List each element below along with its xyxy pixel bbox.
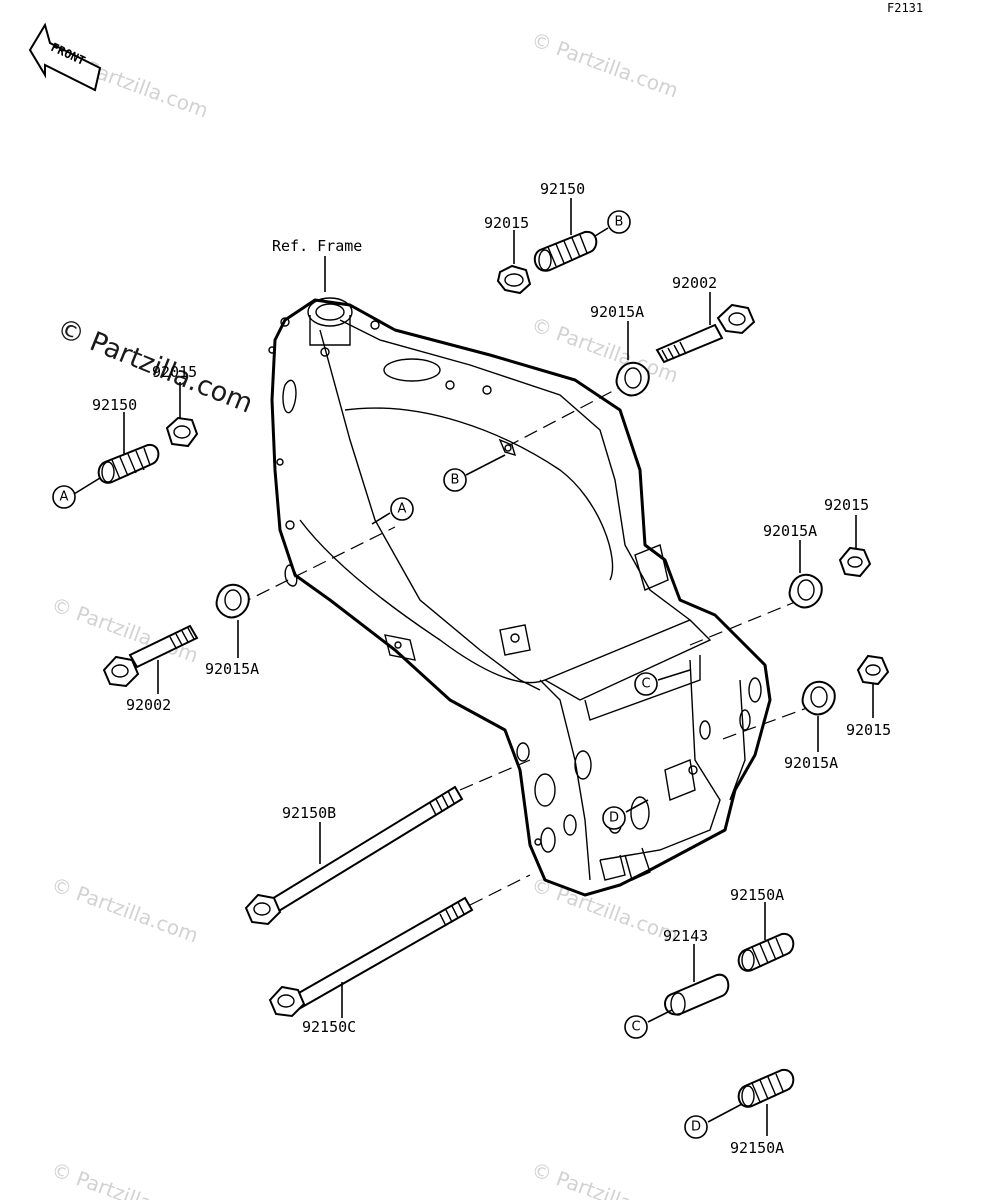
- part-92150B-long-bolt: [244, 785, 464, 926]
- leader-line: [657, 669, 691, 681]
- part-92015-nut-top: [496, 264, 532, 295]
- part-number-label: 92002: [672, 274, 717, 292]
- svg-text:C: C: [641, 677, 650, 692]
- callout-a: A: [390, 497, 414, 521]
- part-number-label: 92002: [126, 696, 171, 714]
- svg-text:D: D: [691, 1120, 701, 1135]
- svg-text:D: D: [609, 811, 619, 826]
- watermark: © Partzilla.com: [528, 1157, 681, 1200]
- diagram-id: F2131: [887, 1, 923, 15]
- callout-d: D: [602, 806, 626, 830]
- callout-a: A: [52, 485, 76, 509]
- frame-hole: [383, 358, 441, 382]
- leader-line: [371, 512, 391, 525]
- part-92015-nut-right1: [838, 546, 872, 578]
- part-number-label: 92015: [152, 363, 197, 381]
- part-92015A-nut-right2: [801, 681, 836, 716]
- part-92143-collar: [664, 973, 730, 1016]
- leader-line: [465, 454, 506, 476]
- part-number-label: 92015A: [763, 522, 817, 540]
- frame-hole: [574, 750, 592, 780]
- leader-line: [625, 799, 649, 813]
- watermark: © Partzilla.com: [528, 27, 681, 102]
- svg-text:A: A: [60, 490, 69, 505]
- part-92150A-stud-2: [737, 1068, 795, 1108]
- steering-head: [307, 297, 353, 327]
- part-number-label: 92150A: [730, 1139, 784, 1157]
- part-number-label: 92015: [846, 721, 891, 739]
- part-number-label: 92015: [824, 496, 869, 514]
- part-92015A-nut-left: [215, 584, 250, 619]
- part-number-label: 92150C: [302, 1018, 356, 1036]
- callout-c: C: [634, 672, 658, 696]
- ref-frame-label: Ref. Frame: [272, 237, 362, 255]
- watermark: © Partzilla.com: [48, 592, 201, 667]
- part-number-label: 92150A: [730, 886, 784, 904]
- part-92150A-stud-1: [737, 932, 795, 972]
- watermark: © Partzilla.com: [48, 872, 201, 947]
- part-92002-bolt-top: [655, 303, 756, 364]
- svg-text:B: B: [451, 473, 460, 488]
- part-92015-nut-right2: [856, 654, 890, 686]
- callout-b: B: [607, 210, 631, 234]
- part-92015A-nut-right1: [788, 574, 823, 609]
- leader-line: [707, 1103, 743, 1123]
- part-number-label: 92015: [484, 214, 529, 232]
- part-92015A-nut-top: [615, 362, 650, 397]
- leader-line: [594, 227, 609, 237]
- part-92150C-long-bolt: [268, 896, 474, 1018]
- part-92015-nut-left: [165, 416, 199, 448]
- part-92002-bolt-left: [102, 624, 199, 688]
- leader-line: [73, 477, 101, 495]
- motorcycle-frame: [268, 297, 772, 897]
- part-92150-stud-top: [533, 230, 598, 272]
- part-number-label: 92015A: [784, 754, 838, 772]
- callout-c: C: [624, 1015, 648, 1039]
- part-number-label: 92150B: [282, 804, 336, 822]
- callout-b: B: [443, 468, 467, 492]
- callout-d: D: [684, 1115, 708, 1139]
- leader-line: [647, 1009, 673, 1023]
- part-number-label: 92143: [663, 927, 708, 945]
- part-number-label: 92015A: [205, 660, 259, 678]
- part-number-label: 92015A: [590, 303, 644, 321]
- part-number-label: 92150: [92, 396, 137, 414]
- part-92150-stud-left: [97, 443, 160, 484]
- alignment-lines: [237, 381, 816, 906]
- watermark: © Partzilla.com: [48, 1157, 201, 1200]
- svg-text:C: C: [631, 1020, 640, 1035]
- svg-text:B: B: [615, 215, 624, 230]
- svg-text:A: A: [398, 502, 407, 517]
- part-number-label: 92150: [540, 180, 585, 198]
